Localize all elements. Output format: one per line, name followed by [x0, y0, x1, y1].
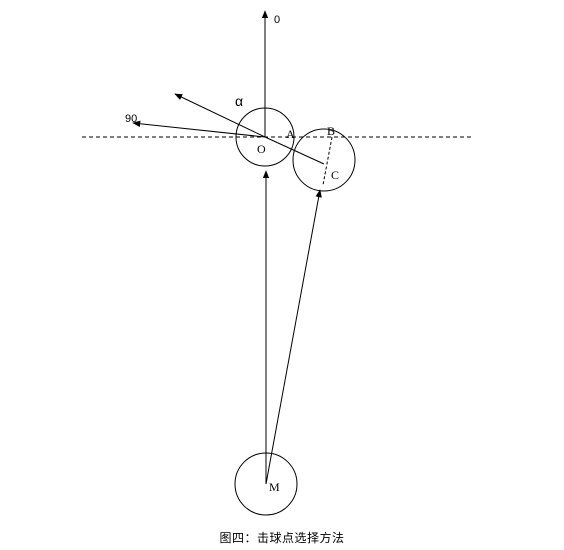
label-a: A: [286, 127, 295, 141]
direction-90-arrow: [132, 120, 266, 138]
arrow-m-to-c: [265, 189, 322, 485]
label-m: M: [269, 480, 280, 494]
figure-caption: 图四：击球点选择方法: [219, 531, 345, 545]
line-o-to-c: [264, 136, 325, 165]
ball-c: [292, 128, 356, 192]
label-c: C: [331, 168, 339, 182]
label-alpha: α: [235, 93, 243, 109]
ball-aiming-diagram: 0 90 α A B O C M: [82, 10, 471, 516]
label-0: 0: [274, 14, 280, 26]
label-b: B: [327, 124, 335, 138]
alpha-direction-arrow: [174, 93, 266, 138]
label-o: O: [257, 142, 266, 156]
dashed-line-b-to-c: [322, 136, 333, 186]
label-90: 90: [125, 113, 137, 125]
